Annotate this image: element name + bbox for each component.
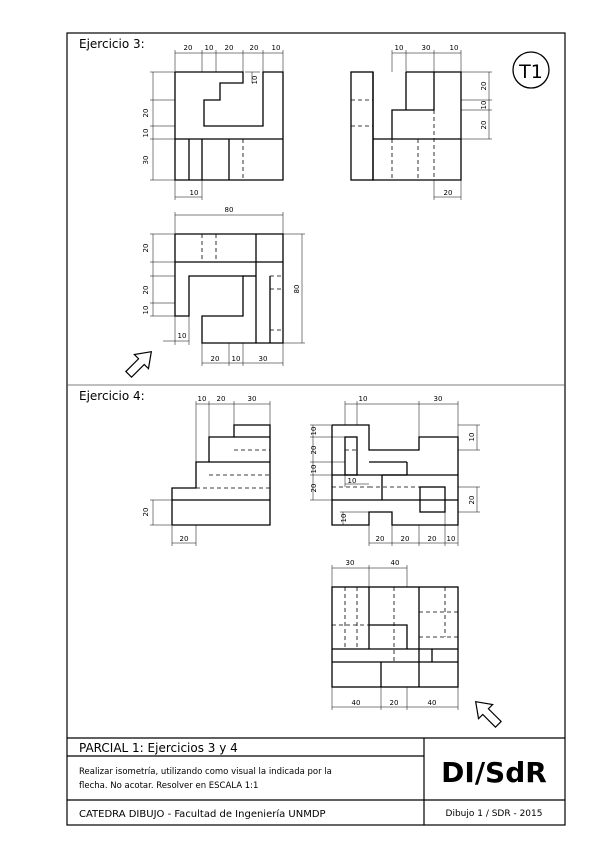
sheet-border (66, 32, 566, 826)
ex3-front-dimensions (150, 50, 284, 200)
dim-label: 30 (346, 559, 355, 567)
dim-label: 20 (480, 121, 488, 130)
ex3-plan-view (174, 233, 284, 344)
dim-label: 10 (310, 465, 318, 474)
dim-label: 10 (272, 44, 281, 52)
dim-label: 20 (428, 535, 437, 543)
dim-label: 20 (142, 109, 150, 118)
dim-label: 80 (225, 206, 234, 214)
dim-label: 10 (447, 535, 456, 543)
parcial-title: PARCIAL 1: Ejercicios 3 y 4 (79, 741, 238, 755)
dim-label: 10 (251, 76, 259, 85)
ex3-side-dimensions (391, 50, 492, 200)
dim-label: 40 (428, 699, 437, 707)
dim-label: 20 (142, 244, 150, 253)
dim-label: 20 (217, 395, 226, 403)
ex4-side-view (331, 424, 459, 526)
dim-label: 10 (142, 306, 150, 315)
dim-label: 40 (391, 559, 400, 567)
dim-label: 30 (259, 355, 268, 363)
dim-label: 20 (250, 44, 259, 52)
ex4-plan-dim-labels: 30 40 40 20 40 (346, 559, 437, 707)
ex3-plan-dimensions (150, 212, 305, 366)
dim-label: 20 (390, 699, 399, 707)
logo-text: DI/SdR (441, 756, 547, 789)
dim-label: 10 (359, 395, 368, 403)
dim-label: 20 (376, 535, 385, 543)
dim-label: 40 (352, 699, 361, 707)
dim-label: 20 (310, 484, 318, 493)
ex4-front-view (171, 424, 271, 526)
ex4-front-dimensions (150, 401, 271, 546)
dim-label: 20 (468, 496, 476, 505)
dim-label: 20 (142, 286, 150, 295)
exercise-badge: T1 (512, 51, 550, 89)
dim-label: 20 (444, 189, 453, 197)
ex4-plan-view (331, 586, 459, 688)
ex3-view-arrow-icon (125, 350, 153, 378)
dim-label: 10 (205, 44, 214, 52)
dim-label: 10 (142, 129, 150, 138)
ex4-plan-dimensions (331, 565, 459, 710)
dim-label: 10 (468, 433, 476, 442)
dim-label: 20 (184, 44, 193, 52)
ex3-front-dim-labels: 20 10 20 20 10 10 20 10 30 10 (142, 44, 280, 197)
dim-label: 10 (198, 395, 207, 403)
dim-label: 10 (450, 44, 459, 52)
ex4-side-dim-labels: 10 30 10 20 10 20 10 10 10 20 20 20 20 1… (310, 395, 476, 543)
title-block (67, 737, 565, 825)
exercise-4-title: Ejercicio 4: (79, 389, 145, 403)
badge-label: T1 (518, 61, 543, 83)
dim-label: 20 (225, 44, 234, 52)
dim-label: 20 (142, 508, 150, 517)
badge-circle (512, 51, 550, 89)
dim-label: 10 (480, 101, 488, 110)
dibujo-label: Dibujo 1 / SDR - 2015 (446, 809, 543, 819)
dim-label: 10 (190, 189, 199, 197)
dim-label: 30 (142, 156, 150, 165)
ex3-side-view (350, 71, 462, 181)
ex3-side-dim-labels: 10 30 10 20 10 20 20 (395, 44, 488, 197)
dim-label: 30 (248, 395, 257, 403)
dim-label: 20 (401, 535, 410, 543)
dim-label: 20 (211, 355, 220, 363)
dim-label: 10 (395, 44, 404, 52)
dim-label: 20 (310, 446, 318, 455)
ex3-front-view (174, 71, 284, 181)
ex3-plan-dim-labels: 80 20 20 10 80 10 20 10 30 (142, 206, 301, 363)
dim-label: 10 (232, 355, 241, 363)
exercise-3-title: Ejercicio 3: (79, 37, 145, 51)
instructions-line-2: flecha. No acotar. Resolver en ESCALA 1:… (79, 781, 258, 791)
dim-label: 30 (434, 395, 443, 403)
dim-label: 30 (422, 44, 431, 52)
ex4-front-dim-labels: 10 20 30 20 20 (142, 395, 256, 543)
dim-label: 10 (348, 477, 357, 485)
dim-label: 20 (180, 535, 189, 543)
dim-label: 10 (178, 332, 187, 340)
dim-label: 10 (310, 427, 318, 436)
ex4-view-arrow-icon (474, 700, 502, 728)
catedra-label: CATEDRA DIBUJO - Facultad de Ingeniería … (79, 808, 326, 820)
dim-label: 80 (293, 285, 301, 294)
dim-label: 10 (340, 514, 348, 523)
dim-label: 20 (480, 82, 488, 91)
instructions-line-1: Realizar isometría, utilizando como visu… (79, 767, 332, 777)
ex4-side-dimensions (310, 401, 480, 546)
